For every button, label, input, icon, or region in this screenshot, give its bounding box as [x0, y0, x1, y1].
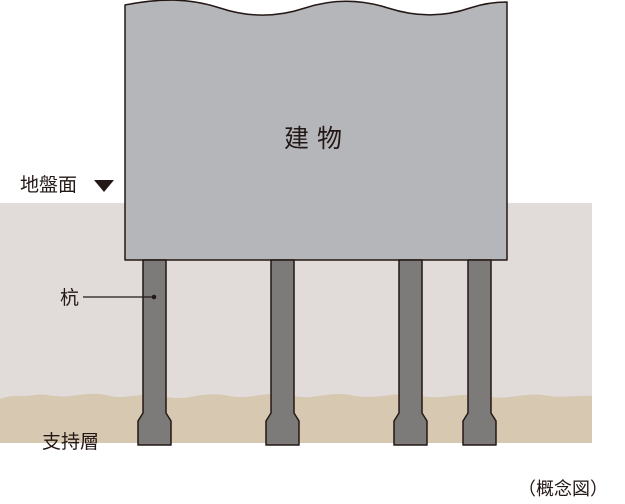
- pile-label: 杭: [60, 287, 79, 309]
- pile-1: [137, 259, 172, 446]
- building: [124, 0, 508, 261]
- bearing-layer-label: 支持層: [42, 431, 99, 453]
- pile-4: [462, 259, 497, 446]
- pile-3: [393, 259, 428, 446]
- pile-2: [265, 259, 300, 446]
- pile-leader-dot: [151, 294, 157, 300]
- building-label: 建 物: [284, 124, 342, 153]
- conceptual-note: （概念図）: [518, 478, 608, 500]
- ground-surface-marker-icon: [94, 180, 114, 192]
- ground-surface-label: 地盤面: [20, 174, 77, 196]
